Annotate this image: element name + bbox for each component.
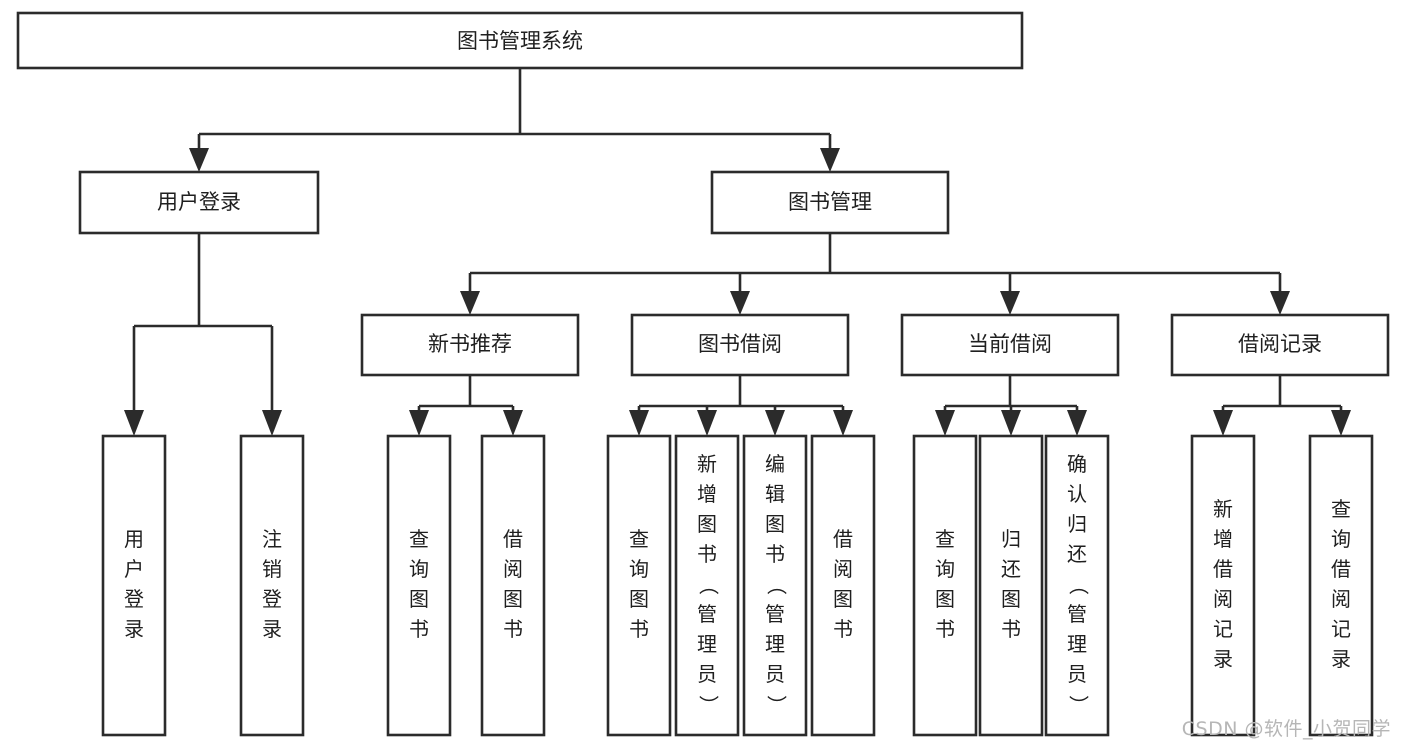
- leaf-user-login-login-rect: [101, 434, 167, 737]
- leaf-user-login-logout[interactable]: 注销登录: [239, 434, 305, 737]
- leaf-current-borrow-return-rect: [978, 434, 1044, 737]
- arrow-head-user-login: [189, 148, 209, 172]
- node-book-borrow-rect: [630, 313, 850, 377]
- leaf-current-borrow-confirm-rect: [1044, 434, 1110, 737]
- leaf-book-borrow-add-rect: [674, 434, 740, 737]
- arrow-head-book-management: [820, 148, 840, 172]
- node-root-label: 图书管理系统: [457, 29, 583, 53]
- node-root-rect: [16, 11, 1024, 70]
- arrow-head-book-borrow-leaf4: [833, 410, 853, 436]
- node-new-book-recommend[interactable]: 新书推荐: [360, 313, 580, 377]
- leaf-new-book-query[interactable]: 查询图书: [386, 434, 452, 737]
- arrow-head-book-borrow-leaf2: [697, 410, 717, 436]
- leaf-user-login-logout-rect: [239, 434, 305, 737]
- connectors-new-book-to-leaves: [409, 375, 523, 436]
- arrow-head-book-borrow-leaf1: [629, 410, 649, 436]
- leaf-user-login-logout-label: 注销登录: [262, 527, 282, 641]
- leaf-borrow-record-query[interactable]: 查询借阅记录: [1308, 434, 1374, 737]
- leaf-book-borrow-edit-label: 编辑图书管理员: [765, 452, 785, 686]
- node-root-book-management-system[interactable]: 图书管理系统: [16, 11, 1024, 70]
- leaf-book-borrow-borrow-rect: [810, 434, 876, 737]
- leaf-current-borrow-return-label: 归还图书: [1001, 527, 1021, 641]
- vertical-glyph: ）: [697, 695, 721, 715]
- leaf-borrow-record-query-rect: [1308, 434, 1374, 737]
- leaf-new-book-borrow[interactable]: 借阅图书: [480, 434, 546, 737]
- arrow-head-borrow-record-leaf2: [1331, 410, 1351, 436]
- node-current-borrow-rect: [900, 313, 1120, 377]
- arrow-head-new-book: [460, 291, 480, 315]
- node-borrow-record-label: 借阅记录: [1238, 332, 1322, 356]
- node-user-login[interactable]: 用户登录: [78, 170, 320, 235]
- arrow-head-user-login-leaf2: [262, 410, 282, 436]
- leaf-user-login-login-label: 用户登录: [124, 527, 144, 641]
- leaf-current-borrow-return[interactable]: 归还图书: [978, 434, 1044, 737]
- leaf-book-borrow-edit-rect: [742, 434, 808, 737]
- leaf-borrow-record-add-rect: [1190, 434, 1256, 737]
- leaf-book-borrow-borrow-label: 借阅图书: [833, 527, 853, 641]
- connectors-user-login-to-leaves: [124, 233, 282, 436]
- arrow-head-borrow-record: [1270, 291, 1290, 315]
- leaf-current-borrow-confirm[interactable]: 确认归还管理员 （ ）: [1044, 434, 1110, 737]
- connectors-borrow-record-to-leaves: [1213, 375, 1351, 436]
- node-current-borrow-label: 当前借阅: [968, 332, 1052, 356]
- arrow-head-current-borrow: [1000, 291, 1020, 315]
- leaf-current-borrow-confirm-label: 确认归还管理员: [1067, 452, 1087, 686]
- node-user-login-label: 用户登录: [157, 190, 241, 214]
- node-book-management-rect: [710, 170, 950, 235]
- arrow-head-current-borrow-leaf2: [1001, 410, 1021, 436]
- node-book-management[interactable]: 图书管理: [710, 170, 950, 235]
- vertical-glyph: （: [697, 575, 721, 595]
- arrow-head-new-book-leaf1: [409, 410, 429, 436]
- connectors-current-borrow-to-leaves: [935, 375, 1087, 436]
- vertical-glyph: ）: [1067, 695, 1091, 715]
- leaf-current-borrow-query[interactable]: 查询图书: [912, 434, 978, 737]
- leaf-book-borrow-add[interactable]: 新增图书管理员 （ ）: [674, 434, 740, 737]
- vertical-glyph: （: [765, 575, 789, 595]
- leaf-new-book-borrow-label: 借阅图书: [503, 527, 523, 641]
- node-book-management-label: 图书管理: [788, 190, 872, 214]
- leaf-new-book-borrow-rect: [480, 434, 546, 737]
- node-new-book-recommend-label: 新书推荐: [428, 332, 512, 356]
- connectors-book-borrow-to-leaves: [629, 375, 853, 436]
- arrow-head-current-borrow-leaf3: [1067, 410, 1087, 436]
- node-borrow-record[interactable]: 借阅记录: [1170, 313, 1390, 377]
- leaf-new-book-query-rect: [386, 434, 452, 737]
- leaf-borrow-record-add[interactable]: 新增借阅记录: [1190, 434, 1256, 737]
- leaf-user-login-login[interactable]: 用户登录: [101, 434, 167, 737]
- leaf-book-borrow-query[interactable]: 查询图书: [606, 434, 672, 737]
- arrow-head-user-login-leaf1: [124, 410, 144, 436]
- node-book-borrow[interactable]: 图书借阅: [630, 313, 850, 377]
- arrow-head-borrow-record-leaf1: [1213, 410, 1233, 436]
- arrow-head-book-borrow-leaf3: [765, 410, 785, 436]
- leaf-book-borrow-add-label: 新增图书管理员: [697, 452, 717, 686]
- leaf-new-book-query-label: 查询图书: [409, 527, 429, 641]
- leaf-book-borrow-borrow[interactable]: 借阅图书: [810, 434, 876, 737]
- leaf-book-borrow-edit[interactable]: 编辑图书管理员 （ ）: [742, 434, 808, 737]
- connectors-book-management-to-level3: [460, 233, 1290, 315]
- node-current-borrow[interactable]: 当前借阅: [900, 313, 1120, 377]
- node-book-borrow-label: 图书借阅: [698, 332, 782, 356]
- leaf-book-borrow-query-label: 查询图书: [629, 527, 649, 641]
- leaf-book-borrow-query-rect: [606, 434, 672, 737]
- node-borrow-record-rect: [1170, 313, 1390, 377]
- node-user-login-rect: [78, 170, 320, 235]
- node-new-book-recommend-rect: [360, 313, 580, 377]
- leaf-current-borrow-query-label: 查询图书: [935, 527, 955, 641]
- arrow-head-new-book-leaf2: [503, 410, 523, 436]
- arrow-head-current-borrow-leaf1: [935, 410, 955, 436]
- connectors-root-to-level2: [189, 68, 840, 172]
- leaf-borrow-record-add-label: 新增借阅记录: [1213, 497, 1233, 671]
- arrow-head-book-borrow: [730, 291, 750, 315]
- vertical-glyph: ）: [765, 695, 789, 715]
- vertical-glyph: （: [1067, 575, 1091, 595]
- leaf-current-borrow-query-rect: [912, 434, 978, 737]
- leaf-borrow-record-query-label: 查询借阅记录: [1331, 497, 1351, 671]
